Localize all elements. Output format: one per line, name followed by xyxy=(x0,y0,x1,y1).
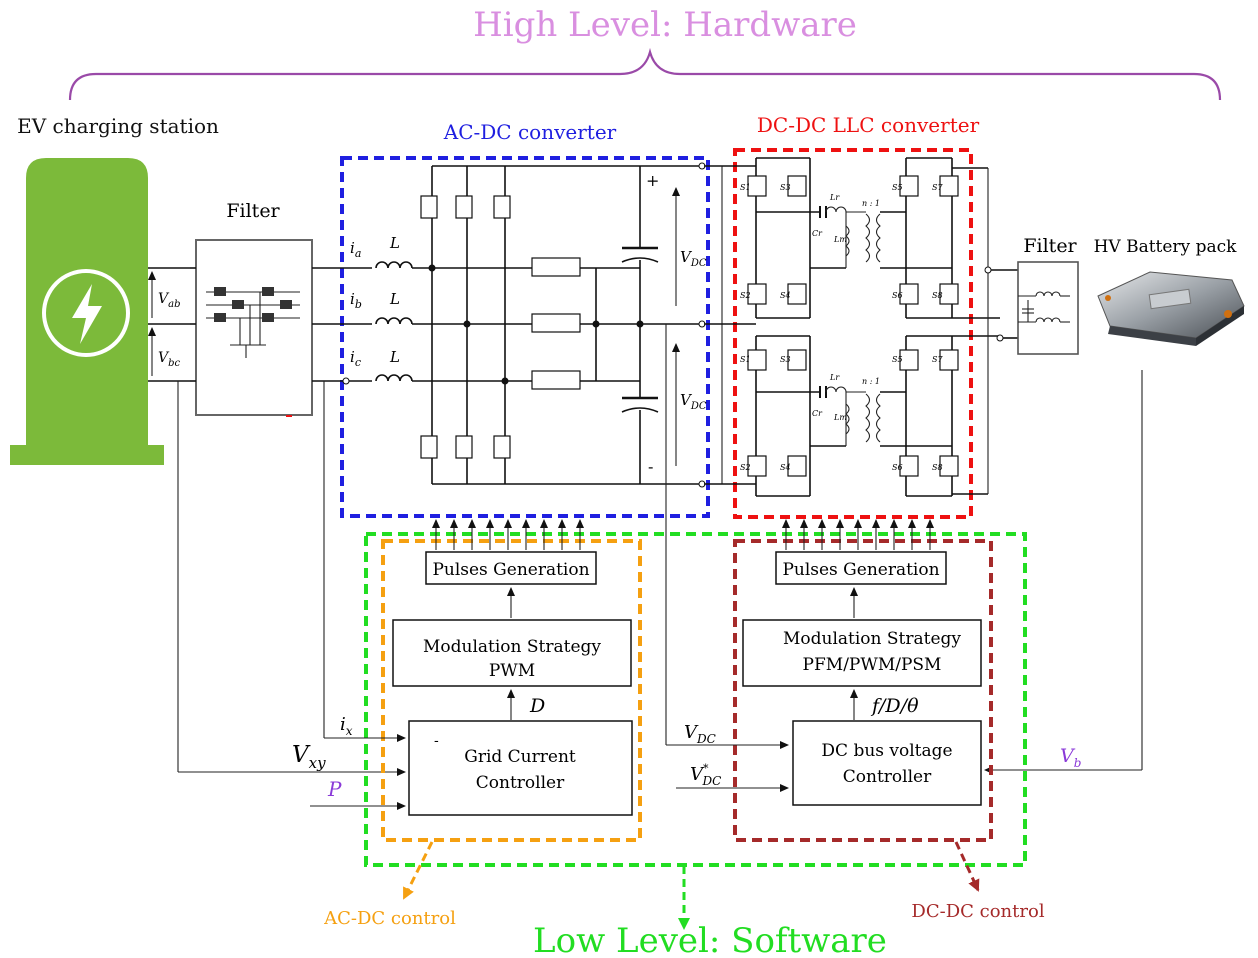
switch-s8-b: S8 xyxy=(932,463,943,472)
inductor-label-c: L xyxy=(389,348,400,366)
ac-modulation-line2: PWM xyxy=(489,661,535,681)
dc-control-zone xyxy=(733,539,993,842)
input-filter xyxy=(190,239,330,416)
switch-s2: S2 xyxy=(740,291,751,300)
switch-s6-b: S6 xyxy=(892,463,903,472)
cr-label-2: Cr xyxy=(812,409,823,418)
inductor-label-b: L xyxy=(389,290,400,308)
minus-sign: - xyxy=(648,457,653,476)
vdc-ref-label: V*DC xyxy=(690,762,721,788)
ac-pulses-text: Pulses Generation xyxy=(432,560,589,580)
battery-label: HV Battery pack xyxy=(1094,237,1238,257)
lm-label: Lm xyxy=(833,235,847,244)
dcdc-zone xyxy=(733,148,973,519)
switch-s7-b: S7 xyxy=(932,355,943,364)
charging-station-icon xyxy=(10,158,164,465)
ac-ctrl-dash: - xyxy=(434,733,439,749)
dc-ctrl-line1: DC bus voltage xyxy=(821,741,952,761)
ix-label: ix xyxy=(340,714,353,738)
v-ab-label: Vab xyxy=(158,291,181,310)
vdc-input-label: VDC xyxy=(684,722,716,746)
f-label: f/D/θ xyxy=(870,695,919,717)
dc-pulse-arrows xyxy=(782,519,934,550)
battery-pack-icon xyxy=(1097,271,1245,346)
ic-label: ic xyxy=(350,348,361,369)
dc-modulation-line1: Modulation Strategy xyxy=(783,629,961,649)
vdc-bot-label: VDC xyxy=(680,391,707,412)
acdc-power-stage xyxy=(330,162,706,488)
p-label: P xyxy=(327,777,342,801)
v-bc-label: Vbc xyxy=(158,350,181,369)
dc-control-pointer xyxy=(954,841,980,892)
ac-pulses-block xyxy=(425,551,597,585)
dc-pulses-text: Pulses Generation xyxy=(782,560,939,580)
lm-label-2: Lm xyxy=(833,413,847,422)
dc-control-label: DC-DC control xyxy=(911,901,1044,922)
ia-label: ia xyxy=(350,239,361,260)
switch-s5: S5 xyxy=(892,183,903,192)
switch-s2-b: S2 xyxy=(740,463,751,472)
hardware-brace xyxy=(68,47,1222,101)
dc-bus-controller xyxy=(792,720,982,806)
switch-s1: S1 xyxy=(740,183,751,192)
lr-label: Lr xyxy=(829,193,840,202)
ac-modulation-block xyxy=(392,619,632,687)
grid-ctrl-line1: Grid Current xyxy=(464,747,576,767)
vdc-top-label: VDC xyxy=(680,248,707,269)
vxy-label: Vxy xyxy=(292,742,326,772)
output-filter xyxy=(1017,261,1079,355)
switch-s4-b: S4 xyxy=(780,463,791,472)
vb-label: Vb xyxy=(1060,745,1081,770)
ac-control-label: AC-DC control xyxy=(323,908,456,929)
switch-s7: S7 xyxy=(932,183,943,192)
switch-s8: S8 xyxy=(932,291,943,300)
output-filter-label: Filter xyxy=(1023,235,1077,257)
grid-current-controller xyxy=(408,720,633,816)
station-wires xyxy=(148,267,406,776)
low-level-title: Low Level: Software xyxy=(533,921,887,958)
lr-label-2: Lr xyxy=(829,373,840,382)
dc-modulation-line2: PFM/PWM/PSM xyxy=(803,655,942,675)
cr-label: Cr xyxy=(812,229,823,238)
switch-s5-b: S5 xyxy=(892,355,903,364)
dcdc-label: DC-DC LLC converter xyxy=(757,113,980,137)
ratio-label-2: n : 1 xyxy=(862,377,880,386)
station-label: EV charging station xyxy=(17,114,219,138)
ac-modulation-line1: Modulation Strategy xyxy=(423,637,601,657)
plus-sign: + xyxy=(646,171,659,190)
dc-ctrl-line2: Controller xyxy=(843,767,932,787)
switch-s4: S4 xyxy=(780,291,791,300)
llc-power-stage xyxy=(704,157,1018,497)
dc-modulation-block xyxy=(742,619,982,687)
grid-ctrl-line2: Controller xyxy=(476,773,565,793)
high-level-title: High Level: Hardware xyxy=(473,5,857,45)
d-label: D xyxy=(529,695,545,717)
acdc-zone xyxy=(340,156,710,518)
switch-s6: S6 xyxy=(892,291,903,300)
switch-s1-b: S1 xyxy=(740,355,751,364)
inductor-label-a: L xyxy=(389,234,400,252)
ratio-label: n : 1 xyxy=(862,199,880,208)
acdc-label: AC-DC converter xyxy=(443,120,617,144)
ib-label: ib xyxy=(350,290,362,311)
llc-component-labels: Lr Cr Lm n : 1 Lr Cr Lm n : 1 S1 S3 S2 S… xyxy=(740,183,943,472)
low-level-zone xyxy=(364,532,1027,867)
ac-pulse-arrows xyxy=(432,519,584,550)
input-filter-label: Filter xyxy=(226,200,280,222)
ac-control-zone xyxy=(381,539,642,842)
switch-s3-b: S3 xyxy=(780,355,791,364)
switch-s3: S3 xyxy=(780,183,791,192)
ac-control-pointer xyxy=(402,841,434,900)
dc-pulses-block xyxy=(775,551,947,585)
